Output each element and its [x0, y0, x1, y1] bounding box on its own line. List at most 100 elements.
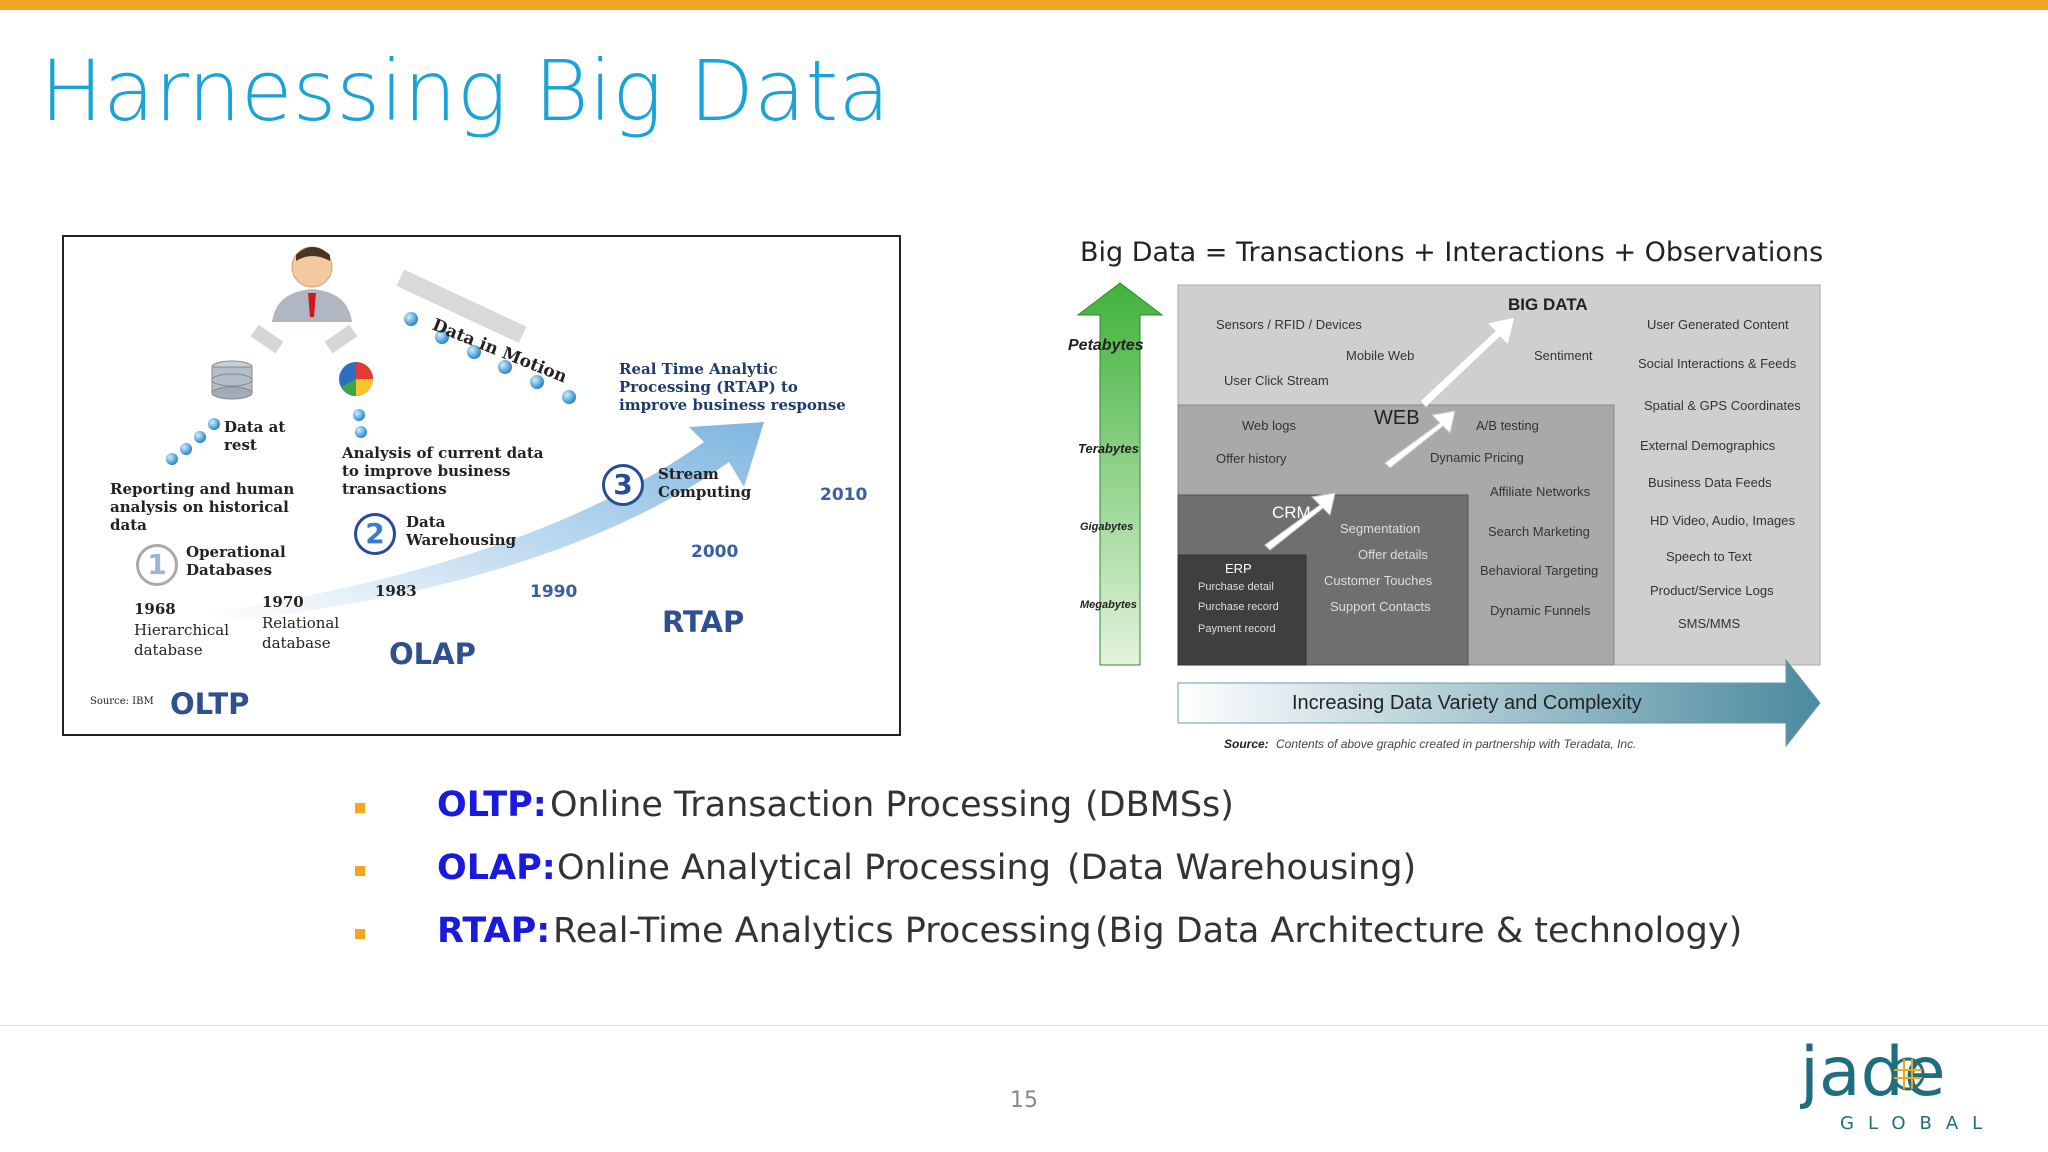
erp-item: Payment record [1198, 623, 1276, 635]
oltp-desc-2: analysis on historical [110, 500, 289, 516]
footer-divider [0, 1025, 2048, 1026]
erp-heading: ERP [1225, 561, 1252, 576]
step-1-label-2: Databases [186, 563, 272, 579]
year-2000: 2000 [691, 542, 738, 562]
big-data-heading: BIG DATA [1508, 295, 1588, 315]
year-2010: 2010 [820, 485, 867, 505]
bullet-desc: Real-Time Analytics Processing [553, 911, 1092, 951]
bullet-term: RTAP: [437, 911, 550, 951]
web-item: Web logs [1242, 418, 1296, 433]
step-2-label-1: Data [406, 515, 445, 531]
bullet-term: OLAP: [437, 848, 556, 888]
jade-logo-mark: jade GLOBAL [1800, 1035, 2000, 1135]
erp-item: Purchase detail [1198, 581, 1274, 593]
year-1968: 1968 [134, 602, 176, 618]
bigdata-item: User Click Stream [1224, 373, 1329, 388]
bullet-term: OLTP: [437, 785, 547, 825]
variety-label: Increasing Data Variety and Complexity [1292, 692, 1642, 715]
source-label: Source: [1224, 737, 1269, 751]
oltp-desc-1: Reporting and human [110, 482, 294, 498]
observation-item: Product/Service Logs [1650, 583, 1774, 598]
bullet-note: (Data Warehousing) [1067, 848, 1416, 888]
observation-item: Spatial & GPS Coordinates [1644, 398, 1801, 413]
scale-gigabytes: Gigabytes [1080, 521, 1133, 533]
bullet-marker [355, 866, 365, 876]
bullet-desc: Online Transaction Processing [550, 785, 1072, 825]
step-2-badge: 2 [354, 513, 396, 555]
logo-sub: GLOBAL [1840, 1113, 1996, 1134]
bullet-marker [355, 803, 365, 813]
connector-bar [251, 325, 284, 354]
web-heading: WEB [1374, 407, 1420, 430]
crm-item: Segmentation [1340, 521, 1420, 536]
pie-chart-icon [339, 362, 373, 396]
web-item: Behavioral Targeting [1480, 563, 1598, 578]
jade-global-logo: jade GLOBAL [1800, 1035, 2000, 1135]
year-1970: 1970 [262, 595, 304, 611]
hierarchical-label-2: database [134, 643, 203, 659]
olap-desc-3: transactions [342, 482, 447, 498]
rtap-desc-1: Real Time Analytic [619, 362, 778, 378]
relational-label-1: Relational [262, 616, 339, 632]
rtap-desc-3: improve business response [619, 398, 846, 414]
database-icon [212, 361, 252, 399]
erp-item: Purchase record [1198, 601, 1279, 613]
bigdata-item: Sensors / RFID / Devices [1216, 317, 1362, 332]
crm-heading: CRM [1272, 503, 1311, 523]
web-item: Affiliate Networks [1490, 484, 1590, 499]
bullet-desc: Online Analytical Processing [557, 848, 1051, 888]
step-2-label-2: Warehousing [406, 533, 516, 549]
rtap-desc-2: Processing (RTAP) to [619, 380, 798, 396]
hierarchical-label-1: Hierarchical [134, 623, 229, 639]
year-1990: 1990 [530, 582, 577, 602]
scale-petabytes: Petabytes [1068, 337, 1144, 355]
rtap-era-label: RTAP [662, 605, 744, 639]
oltp-era-label: OLTP [170, 687, 249, 721]
year-1983: 1983 [375, 584, 417, 600]
observation-item: Speech to Text [1666, 549, 1752, 564]
step-3-badge: 3 [602, 464, 644, 506]
data-at-rest-label-2: rest [224, 438, 257, 454]
oltp-desc-3: data [110, 518, 147, 534]
web-item: Offer history [1216, 451, 1287, 466]
scale-terabytes: Terabytes [1078, 441, 1139, 456]
observation-item: SMS/MMS [1678, 616, 1740, 631]
connector-bar [325, 325, 358, 354]
crm-item: Customer Touches [1324, 573, 1432, 588]
observation-item: User Generated Content [1647, 317, 1789, 332]
crm-item: Support Contacts [1330, 599, 1430, 614]
evolution-figure: Data in Motion Data at rest Real Time An… [62, 235, 901, 736]
bullet-marker [355, 929, 365, 939]
step-3-label-1: Stream [658, 467, 719, 483]
big-data-figure: Big Data = Transactions + Interactions +… [1050, 205, 1850, 765]
source-text: Contents of above graphic created in par… [1276, 737, 1636, 751]
observation-item: Business Data Feeds [1648, 475, 1772, 490]
olap-era-label: OLAP [389, 637, 476, 671]
big-data-equation: Big Data = Transactions + Interactions +… [1080, 237, 1823, 268]
web-item: Dynamic Funnels [1490, 603, 1590, 618]
step-1-label-1: Operational [186, 545, 286, 561]
person-icon [272, 247, 352, 322]
slide-title: Harnessing Big Data [40, 42, 890, 140]
observation-item: HD Video, Audio, Images [1650, 513, 1795, 528]
web-item: Dynamic Pricing [1430, 450, 1524, 465]
scale-megabytes: Megabytes [1080, 599, 1137, 611]
step-1-badge: 1 [136, 544, 178, 586]
top-accent-bar [0, 0, 2048, 10]
bigdata-item: Mobile Web [1346, 348, 1414, 363]
step-3-label-2: Computing [658, 485, 751, 501]
olap-desc-1: Analysis of current data [342, 446, 543, 462]
bigdata-item: Sentiment [1534, 348, 1593, 363]
web-item: A/B testing [1476, 418, 1539, 433]
source-ibm: Source: IBM [90, 697, 154, 708]
page-number: 15 [1010, 1088, 1038, 1113]
olap-desc-2: to improve business [342, 464, 510, 480]
data-at-rest-label-1: Data at [224, 420, 285, 436]
observation-item: Social Interactions & Feeds [1638, 356, 1796, 371]
web-item: Search Marketing [1488, 524, 1590, 539]
observation-item: External Demographics [1640, 438, 1775, 453]
bullet-note: (Big Data Architecture & technology) [1095, 911, 1742, 951]
relational-label-2: database [262, 636, 331, 652]
bullet-note: (DBMSs) [1085, 785, 1234, 825]
crm-item: Offer details [1358, 547, 1428, 562]
